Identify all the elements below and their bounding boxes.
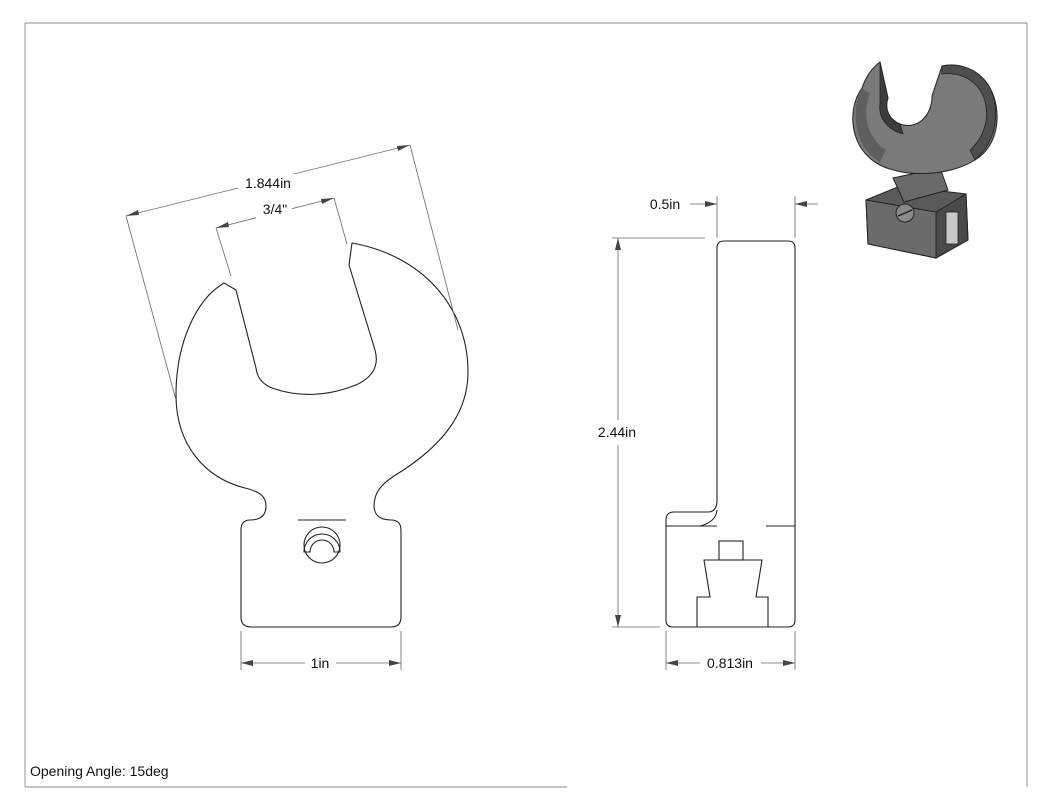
sheet-border [24,22,1028,788]
dim-base-depth: 0.813in [665,631,796,671]
dim-opening: 3/4" [215,197,348,277]
thickness-label: 0.5in [650,196,680,212]
dim-thickness: 0.5in [650,196,818,238]
opening-angle-note: Opening Angle: 15deg [30,763,169,779]
screw-hole-circle [303,526,341,564]
side-view: 0.5in 2.44in 0.813in [598,196,818,671]
dim-overall-width: 1.844in [125,144,459,401]
dim-height: 2.44in [598,237,705,628]
iso-wrench-icon [852,61,998,259]
screw-hole [303,533,341,553]
front-view: 1.844in 3/4" 1in [125,144,469,671]
wrench-head-outline [175,242,469,628]
base-depth-label: 0.813in [707,655,753,671]
height-label: 2.44in [598,424,636,440]
key-block [718,540,744,561]
base-width-label: 1in [311,655,330,671]
opening-label: 3/4" [263,201,287,217]
dovetail-slot [696,559,769,627]
dim-base-width: 1in [240,631,402,671]
overall-width-label: 1.844in [245,175,291,191]
side-outline [665,240,796,628]
